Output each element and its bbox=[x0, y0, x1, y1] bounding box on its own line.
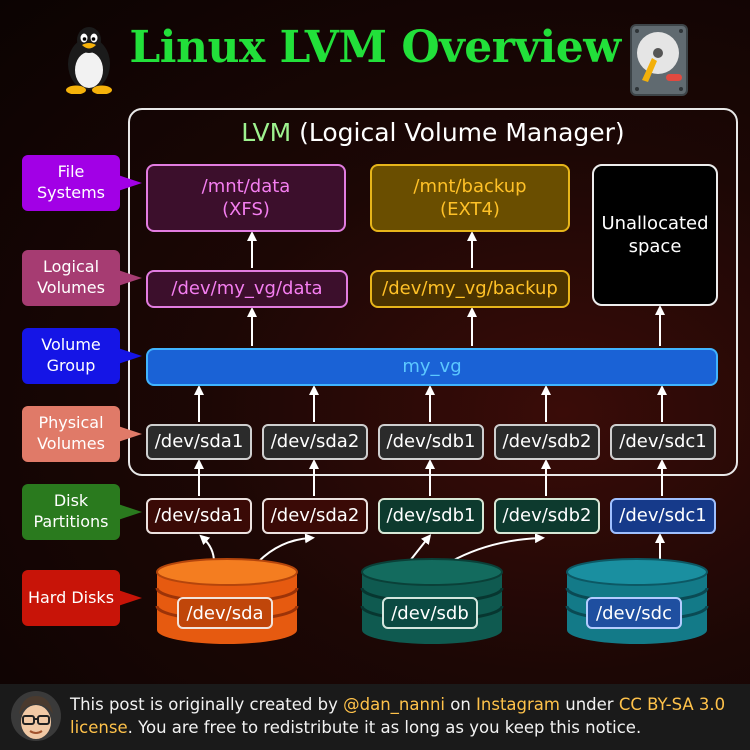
partition-sdc1: /dev/sdc1 bbox=[610, 498, 716, 534]
footer-notice: This post is originally created by @dan_… bbox=[70, 695, 726, 737]
author-avatar-icon bbox=[11, 691, 61, 741]
lvm-expansion: (Logical Volume Manager) bbox=[299, 118, 625, 147]
author-handle-link[interactable]: @dan_nanni bbox=[343, 695, 445, 714]
logical-volume-backup: /dev/my_vg/backup bbox=[370, 270, 570, 308]
layer-label-logical-volumes: Logical Volumes bbox=[22, 250, 142, 306]
partition-sda2: /dev/sda2 bbox=[262, 498, 368, 534]
filesystem-backup: /mnt/backup(EXT4) bbox=[370, 164, 570, 232]
logical-volume-data: /dev/my_vg/data bbox=[146, 270, 348, 308]
hard-drive-icon bbox=[630, 24, 688, 96]
layer-label-hard-disks: Hard Disks bbox=[22, 570, 142, 626]
layer-label-volume-group: Volume Group bbox=[22, 328, 142, 384]
physical-volume-sdb1: /dev/sdb1 bbox=[378, 424, 484, 460]
lvm-frame bbox=[128, 108, 738, 476]
physical-volume-sda2: /dev/sda2 bbox=[262, 424, 368, 460]
lvm-acronym: LVM bbox=[241, 118, 292, 147]
layer-label-physical-volumes: Physical Volumes bbox=[22, 406, 142, 462]
volume-group: my_vg bbox=[146, 348, 718, 386]
filesystem-data: /mnt/data(XFS) bbox=[146, 164, 346, 232]
physical-volume-sdb2: /dev/sdb2 bbox=[494, 424, 600, 460]
physical-volume-sdc1: /dev/sdc1 bbox=[610, 424, 716, 460]
layer-label-disk-partitions: Disk Partitions bbox=[22, 484, 142, 540]
lvm-title: LVM (Logical Volume Manager) bbox=[128, 118, 738, 147]
disk-sdc-label: /dev/sdc bbox=[586, 597, 682, 629]
layer-label-file-systems: File Systems bbox=[22, 155, 142, 211]
connector-arrows bbox=[194, 231, 667, 546]
physical-volume-sda1: /dev/sda1 bbox=[146, 424, 252, 460]
tux-penguin-icon bbox=[66, 27, 112, 94]
partition-sda1: /dev/sda1 bbox=[146, 498, 252, 534]
disk-sdb-label: /dev/sdb bbox=[382, 597, 478, 629]
partition-sdb1: /dev/sdb1 bbox=[378, 498, 484, 534]
disk-sda-label: /dev/sda bbox=[177, 597, 273, 629]
license-link[interactable]: CC BY-SA 3.0 license bbox=[70, 695, 726, 737]
footer-bar bbox=[0, 684, 750, 750]
partition-sdb2: /dev/sdb2 bbox=[494, 498, 600, 534]
platform-link[interactable]: Instagram bbox=[476, 695, 560, 714]
page-title: Linux LVM Overview bbox=[129, 22, 621, 73]
unallocated-space: Unallocated space bbox=[592, 164, 718, 306]
